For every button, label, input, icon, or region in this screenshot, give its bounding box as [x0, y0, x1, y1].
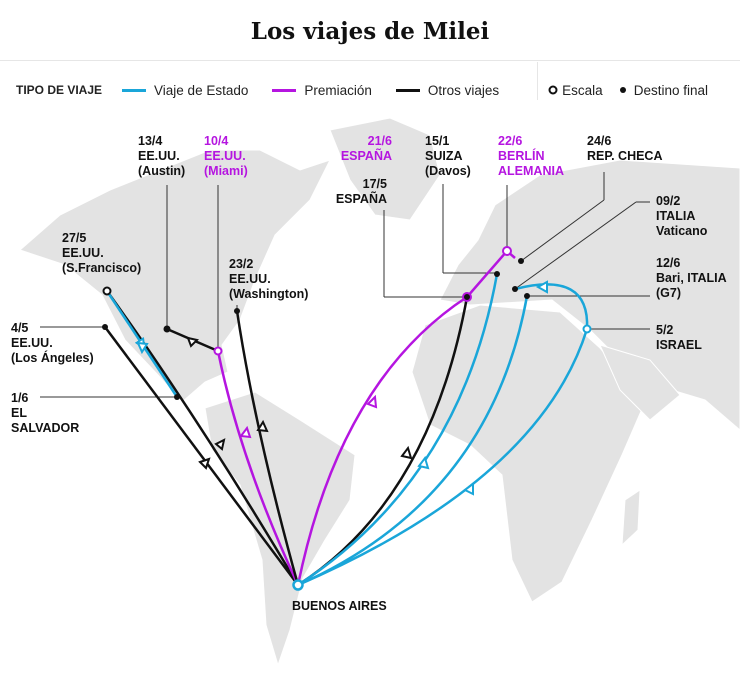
legend: TIPO DE VIAJE Viaje de Estado Premiación…	[16, 80, 732, 100]
divider	[0, 60, 740, 61]
route-bari	[297, 295, 529, 587]
route-la	[104, 326, 300, 586]
legend-divider	[537, 62, 538, 100]
route-israel-vatican	[514, 283, 589, 330]
legend-item-award: Premiación	[272, 83, 372, 98]
south-america	[204, 391, 356, 667]
eurasia	[439, 159, 740, 431]
hollow-circle-icon	[548, 85, 558, 95]
legend-label: Destino final	[633, 82, 708, 98]
city-markers	[102, 246, 592, 591]
greenland	[329, 117, 441, 221]
legend-label: Otros viajes	[427, 82, 500, 98]
route-sf	[105, 290, 300, 586]
filled-dot-icon	[619, 87, 626, 93]
legend-swatch	[272, 88, 297, 92]
legend-item-final: Destino final	[617, 83, 708, 98]
direction-arrows	[136, 280, 548, 496]
legend-label: Premiación	[304, 82, 372, 98]
route-miami	[216, 350, 300, 586]
legend-swatch	[395, 88, 420, 92]
route-davos	[297, 273, 499, 587]
arabia	[599, 344, 681, 421]
legend-label: Escala	[562, 82, 603, 98]
routes	[104, 249, 589, 587]
north-america	[19, 149, 331, 403]
legend-swatch	[122, 88, 147, 92]
land	[19, 117, 740, 667]
page-title: Los viajes de Milei	[250, 18, 490, 45]
legend-item-other: Otros viajes	[395, 82, 500, 98]
label-buenos-aires: BUENOS AIRES	[292, 599, 387, 613]
route-washington	[235, 310, 300, 586]
route-spain-berlin	[296, 249, 516, 586]
legend-item-state: Viaje de Estado	[122, 83, 248, 98]
route-israel	[297, 328, 589, 587]
madagascar	[621, 489, 641, 547]
legend-label: Viaje de Estado	[154, 82, 249, 98]
legend-item-stopover: Escala	[547, 83, 603, 98]
leader-lines	[40, 172, 650, 398]
legend-heading: TIPO DE VIAJE	[16, 83, 103, 97]
